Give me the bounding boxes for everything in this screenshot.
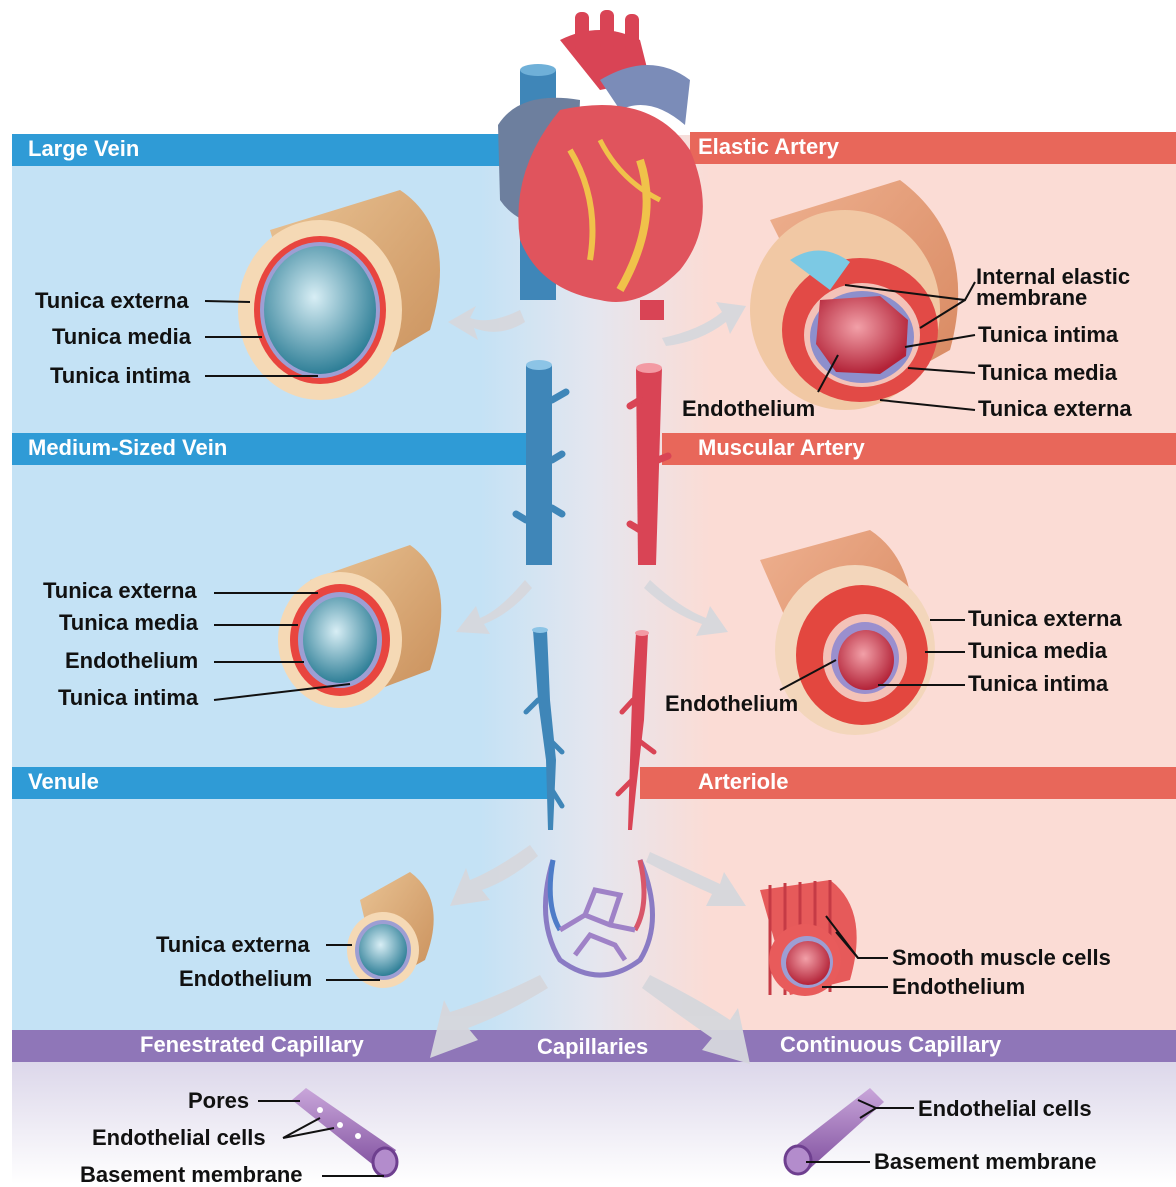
label-vn-endothelium: Endothelium [179,968,312,990]
label-ea-tunica-intima: Tunica intima [978,324,1118,346]
label-ea-tunica-externa: Tunica externa [978,398,1132,420]
label-ma-endothelium: Endothelium [665,693,798,715]
label-cc-endothelial-cells: Endothelial cells [918,1098,1092,1120]
label-mv-tunica-intima: Tunica intima [58,687,198,709]
heading-large-vein: Large Vein [28,134,139,164]
label-ea-tunica-media: Tunica media [978,362,1117,384]
heading-elastic-artery: Elastic Artery [698,132,839,162]
label-fc-pores: Pores [188,1090,249,1112]
label-lv-tunica-externa: Tunica externa [35,290,189,312]
label-lv-tunica-intima: Tunica intima [50,365,190,387]
label-ma-tunica-externa: Tunica externa [968,608,1122,630]
label-mv-tunica-externa: Tunica externa [43,580,197,602]
heading-arteriole: Arteriole [698,767,788,797]
heading-fenestrated-capillary: Fenestrated Capillary [140,1030,364,1060]
label-ar-smooth-muscle-cells: Smooth muscle cells [892,947,1111,969]
label-ma-tunica-media: Tunica media [968,640,1107,662]
heading-muscular-artery: Muscular Artery [698,433,865,463]
label-lv-tunica-media: Tunica media [52,326,191,348]
label-fc-basement-membrane: Basement membrane [80,1164,303,1186]
heading-venule: Venule [28,767,99,797]
heading-capillaries: Capillaries [537,1032,648,1062]
label-ea-membrane: membrane [976,287,1087,309]
label-vn-tunica-externa: Tunica externa [156,934,310,956]
label-fc-endothelial-cells: Endothelial cells [92,1127,266,1149]
heading-continuous-capillary: Continuous Capillary [780,1030,1001,1060]
label-ma-tunica-intima: Tunica intima [968,673,1108,695]
label-mv-tunica-media: Tunica media [59,612,198,634]
heading-medium-vein: Medium-Sized Vein [28,433,227,463]
label-ea-endothelium: Endothelium [682,398,815,420]
label-mv-endothelium: Endothelium [65,650,198,672]
label-cc-basement-membrane: Basement membrane [874,1151,1097,1173]
label-ar-endothelium: Endothelium [892,976,1025,998]
